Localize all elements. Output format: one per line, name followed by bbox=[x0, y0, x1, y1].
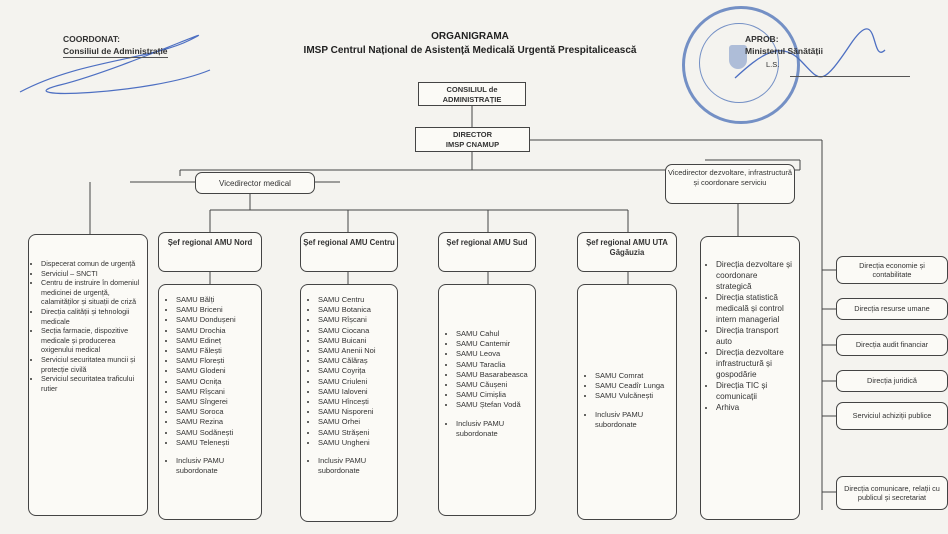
signature-left bbox=[19, 34, 211, 95]
samu-unit-item: SAMU Buicani bbox=[318, 336, 393, 346]
samu-unit-item: SAMU Rîșcani bbox=[318, 315, 393, 325]
medical-unit-item: Serviciul – SNCTI bbox=[41, 269, 143, 279]
regional-units-list: SAMU ComratSAMU Ceadîr LungaSAMU Vulcăne… bbox=[577, 284, 677, 520]
development-units-list: Direcția dezvoltare și coordonare strate… bbox=[700, 236, 800, 520]
development-unit-item: Arhiva bbox=[716, 402, 795, 413]
samu-unit-item: SAMU Coyrița bbox=[318, 366, 393, 376]
pamu-note: Inclusiv PAMU subordonate bbox=[456, 419, 531, 439]
support-unit-box: Direcția economie și contabilitate bbox=[836, 256, 948, 284]
pamu-note: Inclusiv PAMU subordonate bbox=[176, 456, 257, 476]
medical-unit-item: Secția farmacie, dispozitive medicale și… bbox=[41, 326, 143, 355]
support-unit-box: Direcția audit financiar bbox=[836, 334, 948, 356]
samu-unit-item: SAMU Sîngerei bbox=[176, 397, 257, 407]
samu-unit-item: SAMU Comrat bbox=[595, 371, 672, 381]
samu-unit-item: SAMU Ciocana bbox=[318, 326, 393, 336]
regional-head-box: Șef regional AMU UTA Găgăuzia bbox=[577, 232, 677, 272]
approval-label: APROB: bbox=[745, 34, 779, 44]
samu-unit-item: SAMU Drochia bbox=[176, 326, 257, 336]
medical-unit-item: Serviciul securitatea traficului rutier bbox=[41, 374, 143, 393]
coat-of-arms-icon bbox=[729, 45, 747, 69]
development-unit-item: Direcția TIC și comunicații bbox=[716, 380, 795, 402]
samu-unit-item: SAMU Rezina bbox=[176, 417, 257, 427]
samu-unit-item: SAMU Cahul bbox=[456, 329, 531, 339]
vice-medical-box: Vicedirector medical bbox=[195, 172, 315, 194]
director-title: DIRECTOR bbox=[452, 130, 493, 139]
samu-unit-item: SAMU Strășeni bbox=[318, 428, 393, 438]
coordination-label: COORDONAT: bbox=[63, 34, 120, 44]
samu-unit-item: SAMU Nisporeni bbox=[318, 407, 393, 417]
samu-unit-item: SAMU Ungheni bbox=[318, 438, 393, 448]
pamu-note: Inclusiv PAMU subordonate bbox=[318, 456, 393, 476]
council-box: CONSILIUL de ADMINISTRAȚIE bbox=[418, 82, 526, 106]
samu-unit-item: SAMU Ialoveni bbox=[318, 387, 393, 397]
page-subtitle: IMSP Centrul Național de Asistență Medic… bbox=[303, 45, 637, 56]
regional-units-list: SAMU CahulSAMU CantemirSAMU LeovaSAMU Ta… bbox=[438, 284, 536, 516]
regional-head-box: Șef regional AMU Centru bbox=[300, 232, 398, 272]
regional-units-list: SAMU CentruSAMU BotanicaSAMU RîșcaniSAMU… bbox=[300, 284, 398, 522]
page-title: ORGANIGRAMA bbox=[431, 31, 509, 42]
samu-unit-item: SAMU Soroca bbox=[176, 407, 257, 417]
medical-unit-item: Serviciul securitatea muncii și protecți… bbox=[41, 355, 143, 374]
samu-unit-item: SAMU Briceni bbox=[176, 305, 257, 315]
samu-unit-item: SAMU Hîncești bbox=[318, 397, 393, 407]
samu-unit-item: SAMU Ceadîr Lunga bbox=[595, 381, 672, 391]
development-unit-item: Direcția dezvoltare infrastructură și go… bbox=[716, 347, 795, 380]
approval-line bbox=[790, 76, 910, 77]
regional-head-box: Șef regional AMU Sud bbox=[438, 232, 536, 272]
regional-units-list: SAMU BălțiSAMU BriceniSAMU DondușeniSAMU… bbox=[158, 284, 262, 520]
samu-unit-item: SAMU Călăraș bbox=[318, 356, 393, 366]
samu-unit-item: SAMU Vulcănești bbox=[595, 391, 672, 401]
director-box: DIRECTOR IMSP CNAMUP bbox=[415, 127, 530, 152]
development-unit-item: Direcția transport auto bbox=[716, 325, 795, 347]
medical-units-list: Dispecerat comun de urgențăServiciul – S… bbox=[28, 234, 148, 516]
medical-unit-item: Centru de instruire în domeniul medicine… bbox=[41, 278, 143, 307]
support-unit-box: Direcția juridică bbox=[836, 370, 948, 392]
samu-unit-item: SAMU Glodeni bbox=[176, 366, 257, 376]
development-unit-item: Direcția dezvoltare și coordonare strate… bbox=[716, 259, 795, 292]
samu-unit-item: SAMU Basarabeasca bbox=[456, 370, 531, 380]
medical-unit-item: Dispecerat comun de urgență bbox=[41, 259, 143, 269]
samu-unit-item: SAMU Centru bbox=[318, 295, 393, 305]
samu-unit-item: SAMU Florești bbox=[176, 356, 257, 366]
samu-unit-item: SAMU Fălești bbox=[176, 346, 257, 356]
samu-unit-item: SAMU Edineț bbox=[176, 336, 257, 346]
official-stamp bbox=[682, 6, 800, 124]
development-unit-item: Direcția statistică medicală și control … bbox=[716, 292, 795, 325]
support-unit-box: Direcția resurse umane bbox=[836, 298, 948, 320]
samu-unit-item: SAMU Telenești bbox=[176, 438, 257, 448]
support-unit-box: Serviciul achiziții publice bbox=[836, 402, 948, 430]
coordination-body: Consiliul de Administrație bbox=[63, 46, 168, 58]
approval-body: Ministerul Sănătății bbox=[745, 46, 823, 56]
director-org: IMSP CNAMUP bbox=[445, 139, 500, 149]
samu-unit-item: SAMU Taraclia bbox=[456, 360, 531, 370]
medical-unit-item: Direcția calității și tehnologii medical… bbox=[41, 307, 143, 326]
samu-unit-item: SAMU Ocnița bbox=[176, 377, 257, 387]
samu-unit-item: SAMU Leova bbox=[456, 349, 531, 359]
samu-unit-item: SAMU Botanica bbox=[318, 305, 393, 315]
regional-head-box: Șef regional AMU Nord bbox=[158, 232, 262, 272]
samu-unit-item: SAMU Dondușeni bbox=[176, 315, 257, 325]
samu-unit-item: SAMU Ștefan Vodă bbox=[456, 400, 531, 410]
samu-unit-item: SAMU Căușeni bbox=[456, 380, 531, 390]
samu-unit-item: SAMU Bălți bbox=[176, 295, 257, 305]
approval-ls: L.S. bbox=[766, 60, 780, 69]
samu-unit-item: SAMU Cantemir bbox=[456, 339, 531, 349]
vice-development-box: Vicedirector dezvoltare, infrastructură … bbox=[665, 164, 795, 204]
samu-unit-item: SAMU Anenii Noi bbox=[318, 346, 393, 356]
samu-unit-item: SAMU Criuleni bbox=[318, 377, 393, 387]
samu-unit-item: SAMU Cimișlia bbox=[456, 390, 531, 400]
support-unit-box: Direcția comunicare, relații cu publicul… bbox=[836, 476, 948, 510]
pamu-note: Inclusiv PAMU subordonate bbox=[595, 410, 672, 430]
samu-unit-item: SAMU Sodănești bbox=[176, 428, 257, 438]
samu-unit-item: SAMU Orhei bbox=[318, 417, 393, 427]
samu-unit-item: SAMU Rîșcani bbox=[176, 387, 257, 397]
